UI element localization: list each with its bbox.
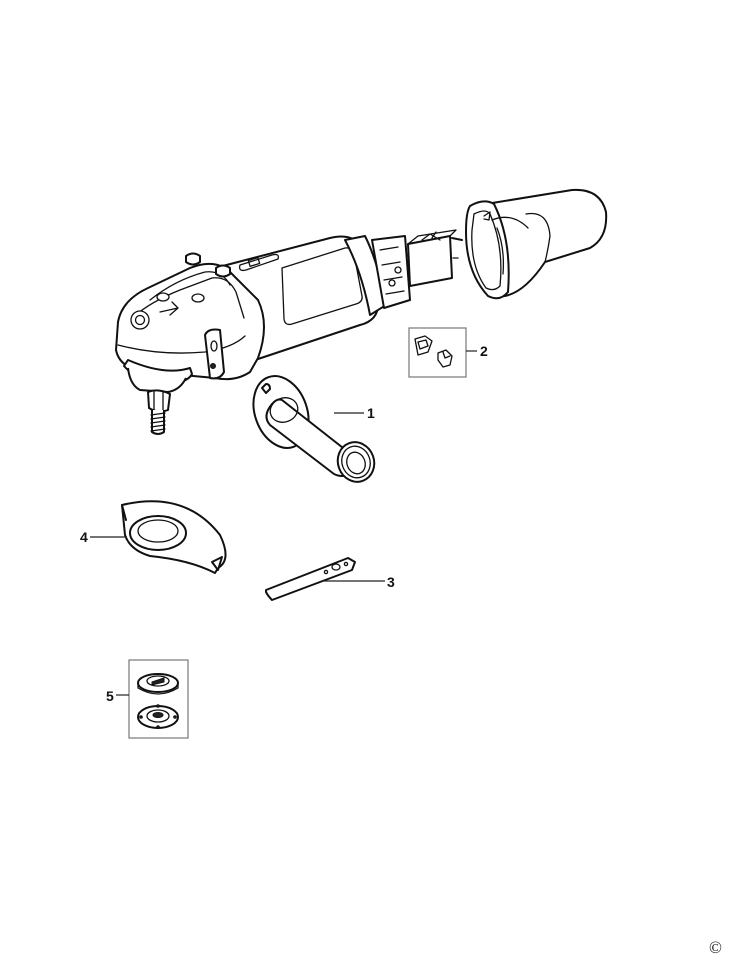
callout-5: 5 [106, 688, 114, 704]
rear-end-cap [465, 188, 608, 300]
part-5-flange-set [116, 659, 189, 739]
part-4-wheel-guard [90, 500, 227, 574]
part-3-spanner [265, 557, 385, 601]
copyright-symbol: © [709, 938, 722, 957]
callout-2: 2 [480, 343, 488, 359]
part-1-side-handle [252, 375, 376, 483]
part-2-carbon-brushes [408, 327, 477, 378]
callout-1: 1 [367, 405, 375, 421]
callout-4: 4 [80, 529, 88, 545]
callout-3: 3 [387, 574, 395, 590]
grinder-body [115, 229, 463, 435]
